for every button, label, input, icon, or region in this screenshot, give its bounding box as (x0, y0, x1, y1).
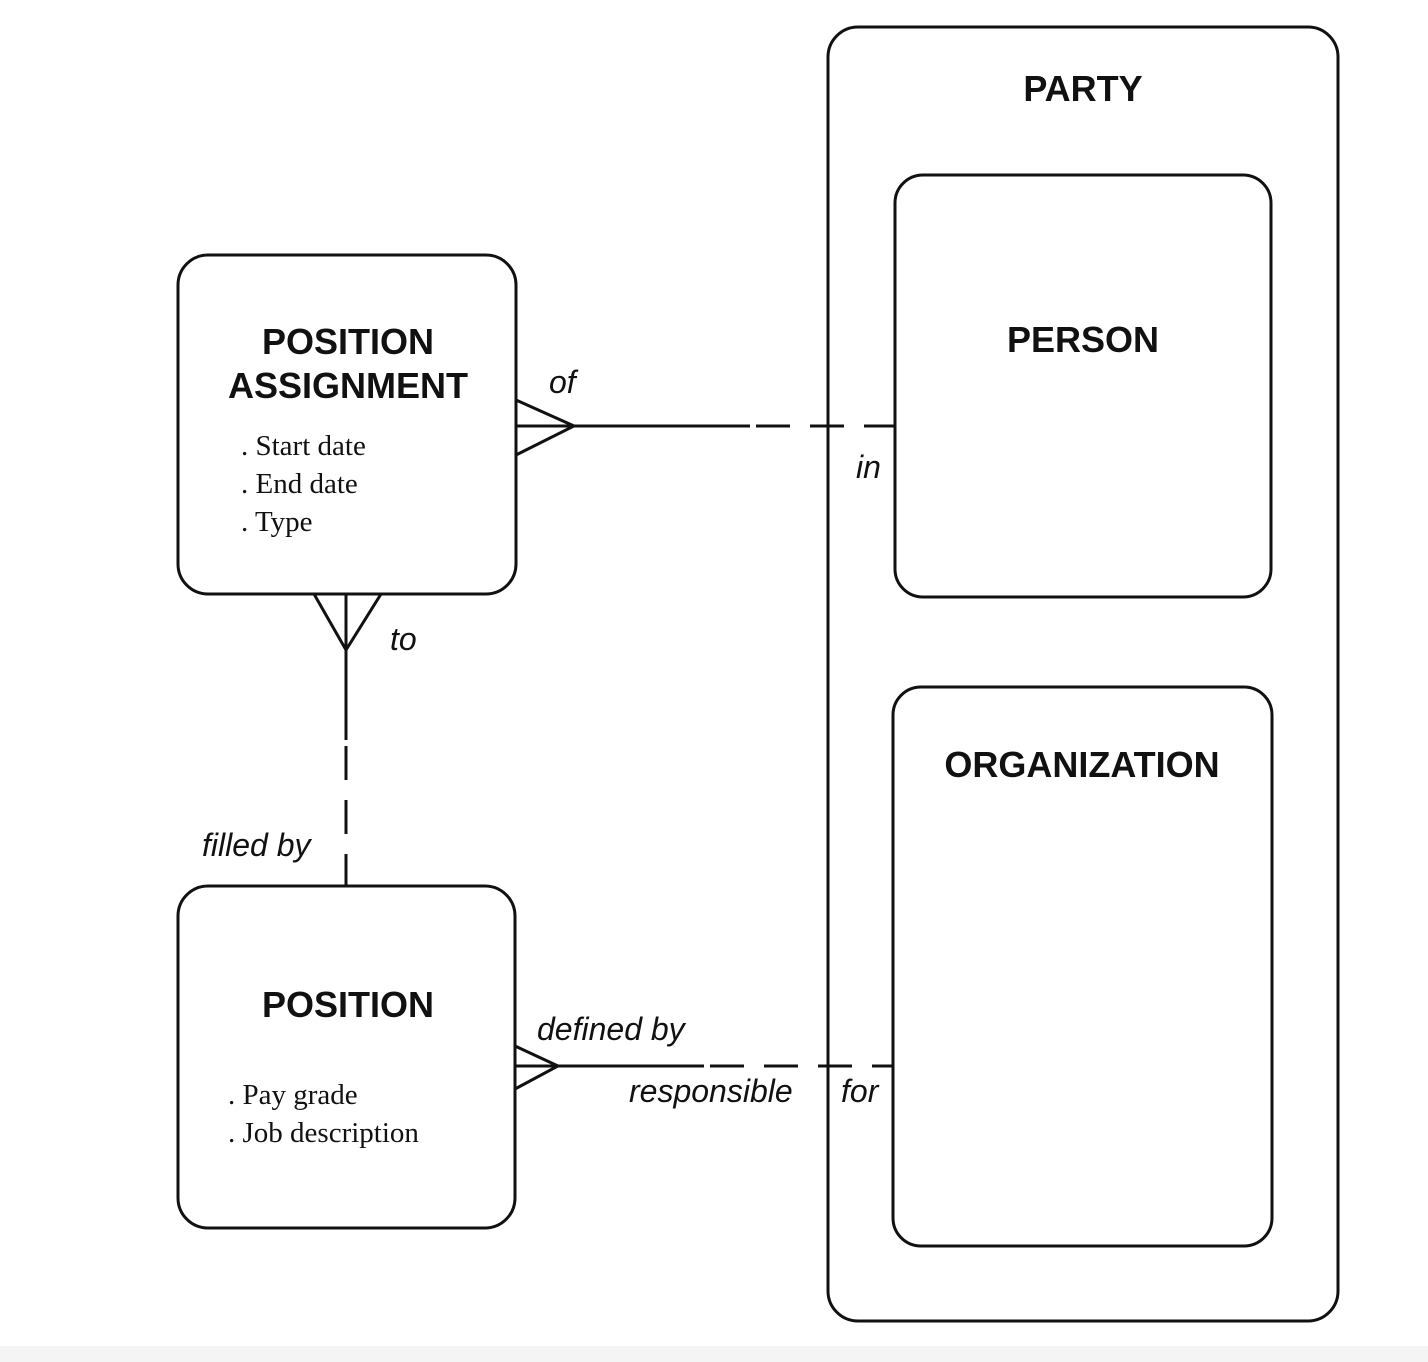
attribute-start-date: . Start date (241, 430, 366, 462)
organization-title: ORGANIZATION (944, 744, 1219, 785)
relationship-label-filled-by: filled by (202, 827, 313, 863)
relationship-label-for: for (841, 1073, 880, 1109)
attribute-end-date: . End date (241, 468, 358, 500)
bottom-strip (0, 1346, 1428, 1362)
relationship-label-in: in (856, 449, 881, 485)
entity-person: PERSON (893, 173, 1273, 599)
position-assignment-title-line1: POSITION (262, 321, 434, 362)
position-assignment-box (176, 253, 518, 596)
position-assignment-title-line2: ASSIGNMENT (228, 365, 468, 406)
relationship-assignment-person: of in (515, 364, 895, 485)
relationship-label-to: to (390, 621, 417, 657)
relationship-position-organization: defined by responsible for (514, 1011, 893, 1109)
relationship-assignment-position: to filled by (202, 593, 417, 886)
attribute-type: . Type (241, 506, 313, 538)
party-title: PARTY (1023, 68, 1142, 109)
attribute-pay-grade: . Pay grade (228, 1079, 358, 1111)
person-box (893, 173, 1273, 599)
entity-position-assignment: POSITION ASSIGNMENT . Start date . End d… (176, 253, 518, 596)
position-box (176, 884, 517, 1230)
relationship-label-responsible: responsible (629, 1073, 793, 1109)
relationship-label-of: of (549, 364, 579, 400)
organization-box (891, 685, 1274, 1248)
position-title: POSITION (262, 984, 434, 1025)
attribute-job-description: . Job description (228, 1117, 419, 1149)
relationship-label-defined-by: defined by (537, 1011, 687, 1047)
person-title: PERSON (1007, 319, 1159, 360)
entity-organization: ORGANIZATION (891, 685, 1274, 1248)
entity-position: POSITION . Pay grade . Job description (176, 884, 517, 1230)
